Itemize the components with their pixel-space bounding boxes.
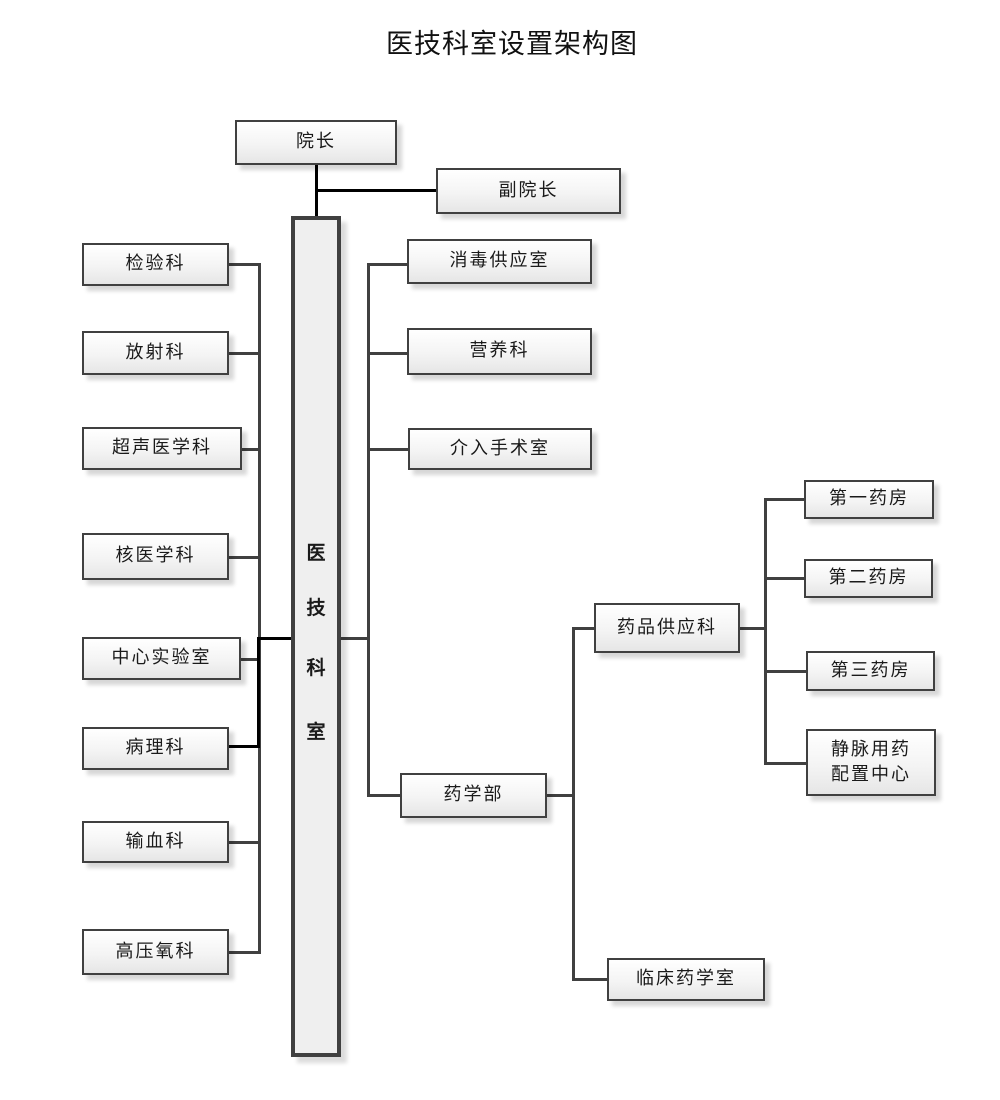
- node-label: 高压氧科: [115, 940, 196, 962]
- node-label: 临床药学室: [636, 968, 736, 990]
- node-pharmacy-department[interactable]: 药学部: [400, 773, 547, 818]
- node-pathology[interactable]: 病理科: [82, 727, 229, 770]
- node-label-line2: 配置中心: [831, 763, 911, 785]
- connector-left-8: [229, 951, 260, 954]
- connector-left-5: [241, 658, 260, 661]
- center-char: 室: [306, 721, 326, 743]
- node-label: 消毒供应室: [449, 250, 550, 272]
- center-char: 科: [306, 657, 326, 679]
- node-label: 检验科: [125, 253, 186, 275]
- node-drug-supply[interactable]: 药品供应科: [594, 603, 740, 653]
- connector-center-left: [257, 637, 293, 640]
- connector-drug-supply-out: [740, 627, 766, 630]
- connector-pharmacy-bus: [572, 627, 575, 980]
- connector-right-bus: [367, 263, 370, 797]
- node-label: 第一药房: [829, 488, 909, 510]
- connector-left-2: [229, 352, 260, 355]
- center-char: 医: [306, 542, 326, 564]
- connector-left-1: [229, 263, 260, 266]
- connector-pharmacy-2: [572, 978, 608, 981]
- node-label: 药学部: [443, 784, 504, 806]
- connector-drug-supply-2: [764, 577, 805, 580]
- connector-pharmacy-out: [547, 794, 574, 797]
- connector-right-4: [367, 794, 401, 797]
- connector-center-left-end: [229, 745, 260, 748]
- node-iv-admixture-center[interactable]: 静脉用药 配置中心: [806, 729, 936, 796]
- node-clinical-pharmacy[interactable]: 临床药学室: [607, 958, 765, 1001]
- node-hyperbaric-oxygen[interactable]: 高压氧科: [82, 929, 229, 975]
- connector-right-3: [367, 448, 409, 451]
- connector-center-left-down: [257, 637, 260, 748]
- node-label: 中心实验室: [111, 647, 212, 669]
- node-label-line1: 静脉用药: [831, 739, 911, 761]
- node-president[interactable]: 院长: [235, 120, 397, 165]
- node-label: 第二药房: [828, 567, 909, 589]
- center-char: 技: [306, 597, 326, 619]
- connector-vice-president: [315, 189, 437, 192]
- connector-drug-supply-4: [764, 762, 807, 765]
- connector-left-7: [229, 841, 260, 844]
- node-blood-transfusion[interactable]: 输血科: [82, 821, 229, 863]
- node-radiology[interactable]: 放射科: [82, 331, 229, 375]
- connector-left-3: [242, 448, 260, 451]
- connector-pharmacy-1: [572, 627, 595, 630]
- node-vice-president[interactable]: 副院长: [436, 168, 621, 214]
- node-label: 超声医学科: [112, 437, 212, 459]
- node-label: 核医学科: [115, 545, 196, 567]
- connector-drug-supply-1: [764, 498, 805, 501]
- node-label: 放射科: [125, 341, 186, 363]
- connector-center-right: [341, 637, 370, 640]
- node-laboratory[interactable]: 检验科: [82, 243, 229, 286]
- node-label: 营养科: [469, 340, 530, 362]
- node-label: 病理科: [125, 737, 186, 759]
- connector-drug-supply-3: [764, 670, 807, 673]
- node-label: 第三药房: [830, 659, 911, 681]
- diagram-title: 医技科室设置架构图: [386, 29, 638, 60]
- connector-left-bus: [258, 263, 261, 954]
- node-nuclear-medicine[interactable]: 核医学科: [82, 533, 229, 580]
- node-pharmacy-2[interactable]: 第二药房: [804, 559, 933, 598]
- node-central-laboratory[interactable]: 中心实验室: [82, 637, 241, 680]
- node-label: 输血科: [125, 830, 186, 852]
- node-nutrition[interactable]: 营养科: [407, 328, 592, 375]
- connector-left-4: [229, 556, 260, 559]
- node-label: 副院长: [498, 179, 559, 201]
- node-label: 药品供应科: [617, 616, 717, 638]
- node-pharmacy-3[interactable]: 第三药房: [806, 651, 935, 691]
- node-label: 介入手术室: [450, 437, 550, 459]
- node-label: 院长: [296, 131, 336, 153]
- node-ultrasound[interactable]: 超声医学科: [82, 427, 242, 470]
- node-pharmacy-1[interactable]: 第一药房: [804, 480, 934, 519]
- connector-right-2: [367, 352, 408, 355]
- node-interventional-surgery[interactable]: 介入手术室: [408, 428, 592, 470]
- connector-drug-supply-bus: [764, 498, 767, 764]
- node-medical-technology-departments[interactable]: 医 技 科 室: [291, 216, 341, 1057]
- node-sterilization-supply[interactable]: 消毒供应室: [407, 239, 592, 284]
- connector-right-1: [367, 263, 408, 266]
